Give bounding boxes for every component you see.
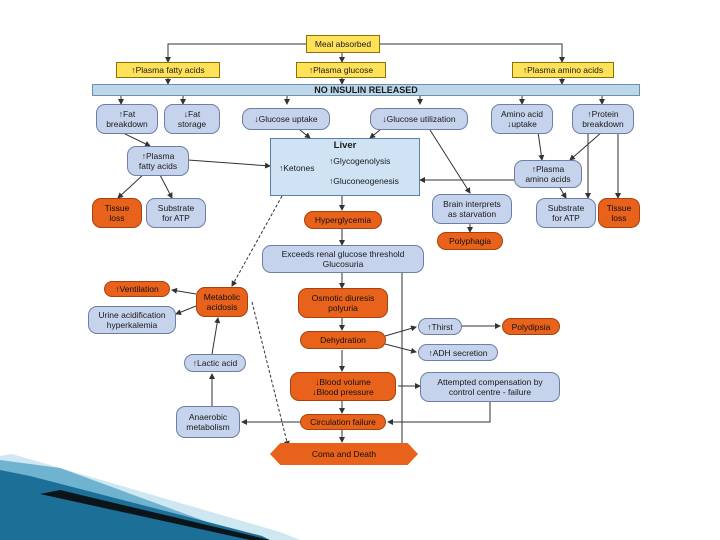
plasma-amino-acids-mid-label: ↑Plasma amino acids xyxy=(525,164,571,184)
meal-absorbed-label: Meal absorbed xyxy=(314,39,372,49)
fat-breakdown-box: ↑Fat breakdown xyxy=(96,104,158,134)
polyphagia-label: Polyphagia xyxy=(448,236,492,246)
ventilation-box: ↑Ventilation xyxy=(104,281,170,297)
hyperglycemia-label: Hyperglycemia xyxy=(314,215,372,225)
substrate-atp-right-label: Substrate for ATP xyxy=(547,203,585,223)
arrow-lactic-metabolic xyxy=(211,317,221,355)
plasma-fatty-acids-mid-label: ↑Plasma fatty acids xyxy=(138,151,178,171)
brain-starvation-label: Brain interprets as starvation xyxy=(443,199,501,219)
corner-dark-stripe xyxy=(40,490,270,540)
adh-secretion-label: ↑ADH secretion xyxy=(428,347,488,358)
arrow-fatty-tissue xyxy=(117,172,146,199)
plasma-fatty-acids-label: ↑Plasma fatty acids xyxy=(131,65,205,75)
tissue-loss-left-box: Tissue loss xyxy=(92,198,142,228)
fat-breakdown-label: ↑Fat breakdown xyxy=(106,109,148,129)
arrow-fatty-substrate xyxy=(159,174,173,199)
tissue-loss-right-box: Tissue loss xyxy=(598,198,640,228)
arrow-dehydration-adh xyxy=(384,343,417,354)
arrow-meal-amino xyxy=(378,43,565,63)
plasma-glucose-box: ↑Plasma glucose xyxy=(296,62,386,78)
coma-death-box: Coma and Death xyxy=(270,443,418,465)
liver-gluconeogenesis: ↑Gluconeogenesis xyxy=(329,176,399,186)
arrow-metabolic-ventilation xyxy=(171,287,197,295)
substrate-atp-left-box: Substrate for ATP xyxy=(146,198,206,228)
plasma-amino-acids-mid-box: ↑Plasma amino acids xyxy=(514,160,582,188)
arrow-uptake-liver xyxy=(299,129,311,139)
amino-acid-uptake-box: Amino acid ↓uptake xyxy=(491,104,553,134)
protein-breakdown-label: ↑Protein breakdown xyxy=(582,109,624,129)
hyperglycemia-box: Hyperglycemia xyxy=(304,211,382,229)
protein-breakdown-box: ↑Protein breakdown xyxy=(572,104,634,134)
plasma-fatty-acids-box: ↑Plasma fatty acids xyxy=(116,62,220,78)
arrow-meal-fatty xyxy=(165,43,308,63)
attempted-compensation-label: Attempted compensation by control centre… xyxy=(437,377,543,397)
ventilation-label: ↑Ventilation xyxy=(115,284,159,294)
arrow-fatbreak-plasma xyxy=(120,131,151,147)
polydipsia-label: Polydipsia xyxy=(511,321,551,332)
adh-secretion-box: ↑ADH secretion xyxy=(418,344,498,361)
dehydration-label: Dehydration xyxy=(320,335,366,345)
plasma-fatty-acids-mid-box: ↑Plasma fatty acids xyxy=(127,146,189,176)
slide-corner-decoration xyxy=(0,454,300,540)
arrow-amino-substrate xyxy=(559,187,567,199)
renal-threshold-label: Exceeds renal glucose threshold Glucosur… xyxy=(281,249,405,269)
tissue-loss-right-label: Tissue loss xyxy=(606,203,632,223)
lactic-acid-label: ↑Lactic acid xyxy=(192,358,238,368)
line-renal-side xyxy=(386,257,403,453)
arrow-utilization-brain xyxy=(429,129,471,194)
no-insulin-label: NO INSULIN RELEASED xyxy=(314,85,418,95)
tissue-loss-left-label: Tissue loss xyxy=(104,203,130,223)
attempted-compensation-box: Attempted compensation by control centre… xyxy=(420,372,560,402)
arrow-utilization-liver xyxy=(369,129,381,139)
circulation-failure-label: Circulation failure xyxy=(310,417,376,427)
liver-ketones: ↑Ketones xyxy=(279,163,315,173)
blood-volume-box: ↓Blood volume ↓Blood pressure xyxy=(290,372,396,401)
urine-acidification-box: Urine acidification hyperkalemia xyxy=(88,306,176,334)
polydipsia-box: Polydipsia xyxy=(502,318,560,335)
fat-storage-box: ↓Fat storage xyxy=(164,104,220,134)
amino-acid-uptake-label: Amino acid ↓uptake xyxy=(500,109,544,129)
plasma-glucose-label: ↑Plasma glucose xyxy=(308,65,374,75)
circulation-failure-box: Circulation failure xyxy=(300,414,386,430)
osmotic-diuresis-label: Osmotic diuresis polyuria xyxy=(311,293,375,313)
arrow-fatty-liver xyxy=(187,159,271,169)
metabolic-acidosis-box: Metabolic acidosis xyxy=(196,287,248,317)
plasma-amino-acids-box: ↑Plasma amino acids xyxy=(512,62,614,78)
substrate-atp-right-box: Substrate for ATP xyxy=(536,198,596,228)
arrow-metabolic-urine xyxy=(175,305,197,315)
lactic-acid-box: ↑Lactic acid xyxy=(184,354,246,372)
no-insulin-band: NO INSULIN RELEASED xyxy=(92,84,640,96)
coma-death-label: Coma and Death xyxy=(311,449,377,459)
glucose-uptake-box: ↓Glucose uptake xyxy=(242,108,330,130)
dehydration-box: Dehydration xyxy=(300,331,386,349)
plasma-amino-acids-label: ↑Plasma amino acids xyxy=(522,65,604,75)
blood-volume-label: ↓Blood volume ↓Blood pressure xyxy=(312,376,374,397)
corner-deep-band xyxy=(0,470,270,540)
arrow-dehydration-thirst xyxy=(384,325,417,337)
osmotic-diuresis-box: Osmotic diuresis polyuria xyxy=(298,288,388,318)
polyphagia-box: Polyphagia xyxy=(437,232,503,250)
glucose-uptake-label: ↓Glucose uptake xyxy=(254,114,318,124)
urine-acidification-label: Urine acidification hyperkalemia xyxy=(98,310,166,330)
renal-threshold-box: Exceeds renal glucose threshold Glucosur… xyxy=(262,245,424,273)
substrate-atp-left-label: Substrate for ATP xyxy=(157,203,195,223)
thirst-label: ↑Thirst xyxy=(427,321,453,332)
brain-starvation-box: Brain interprets as starvation xyxy=(432,194,512,224)
arrow-ketones-metabolic xyxy=(231,195,283,287)
meal-absorbed-box: Meal absorbed xyxy=(306,35,380,53)
anaerobic-metabolism-label: Anaerobic metabolism xyxy=(186,412,230,432)
arrow-compensation-circulation xyxy=(387,402,491,425)
anaerobic-metabolism-box: Anaerobic metabolism xyxy=(176,406,240,438)
liver-glycogenolysis: ↑Glycogenolysis xyxy=(329,156,391,166)
liver-title: Liver xyxy=(333,140,357,151)
thirst-box: ↑Thirst xyxy=(418,318,462,335)
fat-storage-label: ↓Fat storage xyxy=(177,109,207,129)
arrow-metabolic-coma xyxy=(251,301,290,447)
glucose-utilization-label: ↓Glucose utilization xyxy=(382,114,456,124)
glucose-utilization-box: ↓Glucose utilization xyxy=(370,108,468,130)
arrow-protein-plasma xyxy=(569,131,603,161)
arrow-amino-plasma xyxy=(537,131,545,161)
liver-box: Liver ↑Ketones ↑Glycogenolysis ↑Gluconeo… xyxy=(270,138,420,196)
metabolic-acidosis-label: Metabolic acidosis xyxy=(203,292,241,312)
